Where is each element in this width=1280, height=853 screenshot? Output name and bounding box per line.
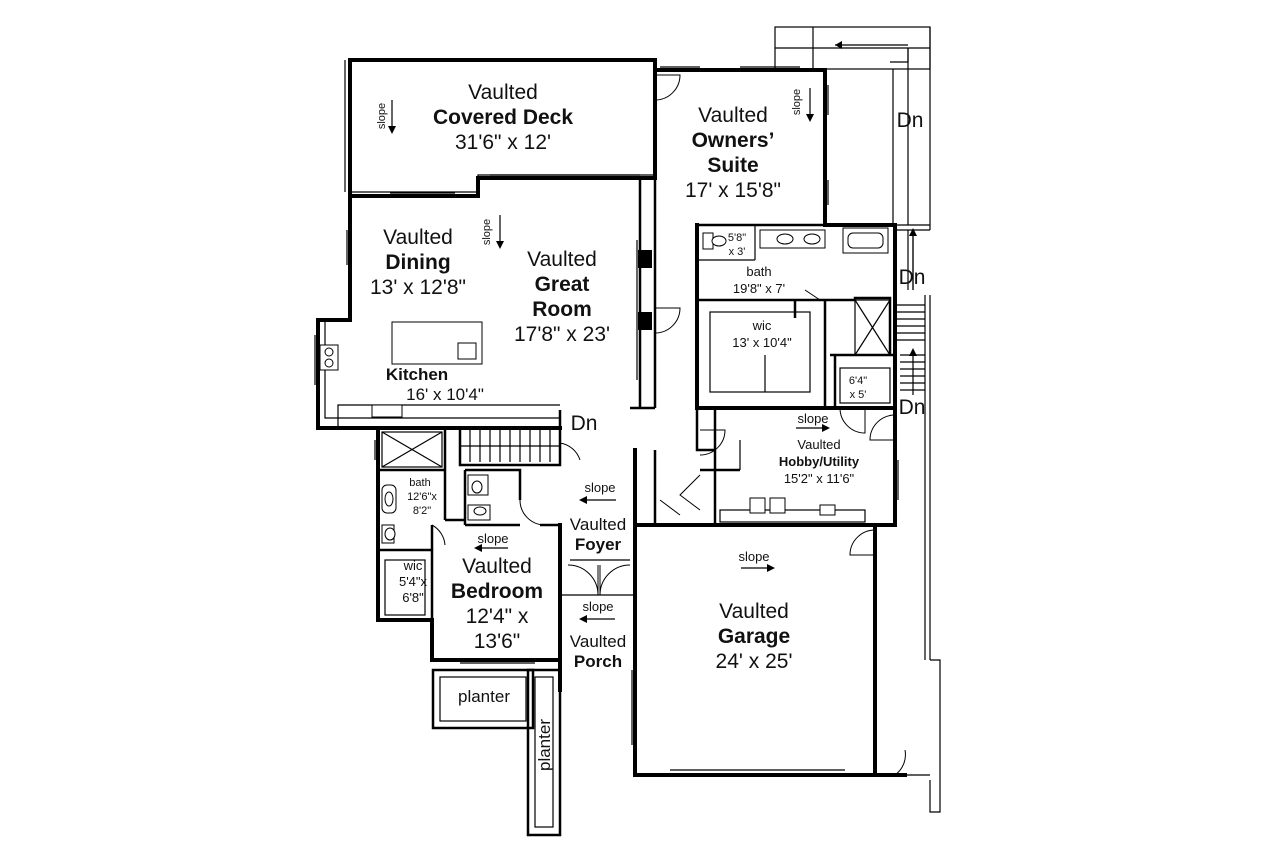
bath2-size-1: 12'6"x (407, 491, 437, 503)
room-toilet: 5'8" x 3' (728, 232, 746, 258)
dining-size: 13' x 12'8" (370, 276, 466, 299)
slope-label-bedroom: slope (477, 531, 508, 546)
planters (431, 668, 562, 837)
owners-suite-label-1: Vaulted (698, 104, 768, 127)
room-foyer: Vaulted Foyer (570, 515, 626, 554)
foyer-label-2: Foyer (575, 535, 622, 554)
dn-label-stair: Dn (571, 412, 598, 435)
dn-label-lower: Dn (899, 396, 926, 419)
covered-deck-label-2: Covered Deck (433, 106, 573, 129)
great-room-size: 17'8" x 23' (514, 323, 610, 346)
wic2-size-1: 5'4"x (399, 574, 428, 589)
room-bath2: bath 12'6"x 8'2" (407, 477, 437, 517)
kitchen-label: Kitchen (386, 365, 448, 384)
room-hobby-utility: Vaulted Hobby/Utility 15'2" x 11'6" (779, 437, 860, 486)
slope-label-deck: slope (376, 103, 388, 129)
owners-wic-size: 13' x 10'4" (732, 335, 792, 350)
room-wic2: wic 5'4"x 6'8" (399, 558, 428, 605)
main-walls (316, 68, 907, 777)
covered-deck-size: 31'6" x 12' (455, 131, 551, 154)
garage-label-1: Vaulted (719, 600, 789, 623)
owners-bath-size: 19'8" x 7' (733, 281, 785, 296)
toilet-size-1: 5'8" (728, 232, 746, 244)
porch-label-2: Porch (574, 652, 622, 671)
foyer-label-1: Vaulted (570, 515, 626, 534)
fixtures (319, 227, 891, 616)
room-garage: Vaulted Garage 24' x 25' (716, 600, 793, 673)
closet-size-2: x 5' (850, 389, 867, 401)
dn-label-top: Dn (897, 109, 924, 132)
slope-label-porch: slope (582, 599, 613, 614)
garage-size: 24' x 25' (716, 650, 793, 673)
room-kitchen: Kitchen 16' x 10'4" (386, 365, 484, 404)
wic2-size-2: 6'8" (402, 590, 424, 605)
dining-label-2: Dining (385, 251, 450, 274)
bedroom-size-2: 13'6" (474, 630, 521, 653)
windows (314, 66, 899, 745)
room-closet: 6'4" x 5' (849, 375, 867, 401)
hobby-size: 15'2" x 11'6" (784, 471, 855, 486)
owners-bath-label: bath (746, 264, 771, 279)
slope-labels: slope slope slope slope slope slope slop… (376, 89, 829, 614)
slope-arrows (388, 88, 830, 623)
room-porch: Vaulted Porch (570, 632, 626, 671)
porch-label-1: Vaulted (570, 632, 626, 651)
room-great-room: Vaulted Great Room 17'8" x 23' (514, 248, 610, 346)
slope-label-garage: slope (738, 549, 769, 564)
dn-label-middle: Dn (899, 266, 926, 289)
garage-label-2: Garage (718, 625, 790, 648)
slope-label-hobby: slope (797, 411, 828, 426)
bath2-label: bath (409, 477, 430, 489)
exterior-stair-top (774, 26, 931, 230)
great-room-label-2: Great (535, 273, 590, 296)
room-owners-suite: Vaulted Owners’ Suite 17' x 15'8" (685, 104, 781, 202)
owners-suite-label-2: Owners’ (692, 129, 775, 152)
fireplace (638, 250, 652, 330)
planter-labels: planter planter (458, 687, 554, 771)
toilet-size-2: x 3' (729, 246, 746, 258)
planter-label-horizontal: planter (458, 687, 510, 706)
room-dining: Vaulted Dining 13' x 12'8" (370, 226, 466, 299)
side-stair-right (895, 224, 941, 813)
room-owners-bath: bath 19'8" x 7' (733, 264, 785, 296)
bedroom-size-1: 12'4" x (466, 605, 529, 628)
great-room-label-1: Vaulted (527, 248, 597, 271)
room-owners-wic: wic 13' x 10'4" (732, 318, 792, 350)
slope-label-foyer: slope (584, 480, 615, 495)
dn-labels: Dn Dn Dn Dn (571, 109, 926, 435)
hobby-label-2: Hobby/Utility (779, 454, 860, 469)
closet-size-1: 6'4" (849, 375, 867, 387)
owners-suite-size: 17' x 15'8" (685, 179, 781, 202)
covered-deck-label-1: Vaulted (468, 81, 538, 104)
bedroom-label-1: Vaulted (462, 555, 532, 578)
wic2-label: wic (403, 558, 423, 573)
slope-label-suite: slope (791, 89, 803, 115)
room-bedroom: Vaulted Bedroom 12'4" x 13'6" (451, 555, 543, 653)
great-room-label-3: Room (532, 298, 592, 321)
bedroom-label-2: Bedroom (451, 580, 543, 603)
owners-wic-label: wic (752, 318, 772, 333)
doors (431, 74, 906, 776)
kitchen-size: 16' x 10'4" (406, 385, 484, 404)
dining-label-1: Vaulted (383, 226, 453, 249)
bath2-size-2: 8'2" (413, 505, 431, 517)
planter-label-vertical: planter (535, 719, 554, 771)
slope-label-great: slope (481, 219, 493, 245)
room-covered-deck: Vaulted Covered Deck 31'6" x 12' (433, 81, 573, 154)
owners-suite-label-3: Suite (707, 154, 758, 177)
hobby-label-1: Vaulted (797, 437, 840, 452)
